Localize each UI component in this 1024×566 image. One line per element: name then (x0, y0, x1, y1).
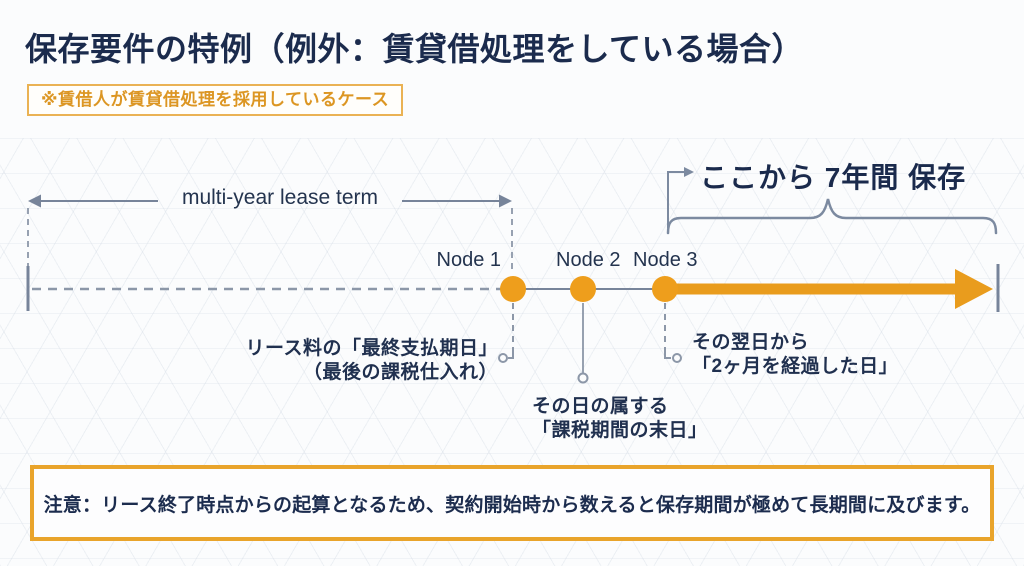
annotation-line: リース料の「最終支払期日」 (245, 338, 498, 359)
annotation-line: 「課税期間の末日」 (532, 420, 708, 441)
page-title: 保存要件の特例（例外：賃貸借処理をしている場合） (25, 31, 805, 67)
caution-box: 注意：リース終了時点からの起算となるため、契約開始時から数えると保存期間が極めて… (30, 465, 994, 541)
node-2-annotation: その日の属する 「課税期間の末日」 (532, 395, 708, 443)
node-3-annotation: その翌日から 「2ヶ月を経過した日」 (692, 331, 898, 379)
annotation-line: （最後の課税仕入れ） (302, 362, 498, 383)
node-1-label: Node 1 (436, 249, 502, 271)
annotation-line: 「2ヶ月を経過した日」 (692, 356, 899, 377)
annotation-line: その日の属する (532, 396, 669, 417)
retention-period-label: ここから 7年間 保存 (700, 162, 967, 193)
node-3-label: Node 3 (633, 249, 698, 271)
case-badge: ※賃借人が賃貸借処理を採用しているケース (27, 84, 404, 116)
annotation-line: その翌日から (692, 332, 810, 353)
node-2-label: Node 2 (556, 249, 621, 271)
lease-term-label: multi-year lease term (181, 186, 379, 209)
caution-text: 注意：リース終了時点からの起算となるため、契約開始時から数えると保存期間が極めて… (43, 494, 981, 516)
node-1-annotation: リース料の「最終支払期日」 （最後の課税仕入れ） (210, 337, 498, 385)
